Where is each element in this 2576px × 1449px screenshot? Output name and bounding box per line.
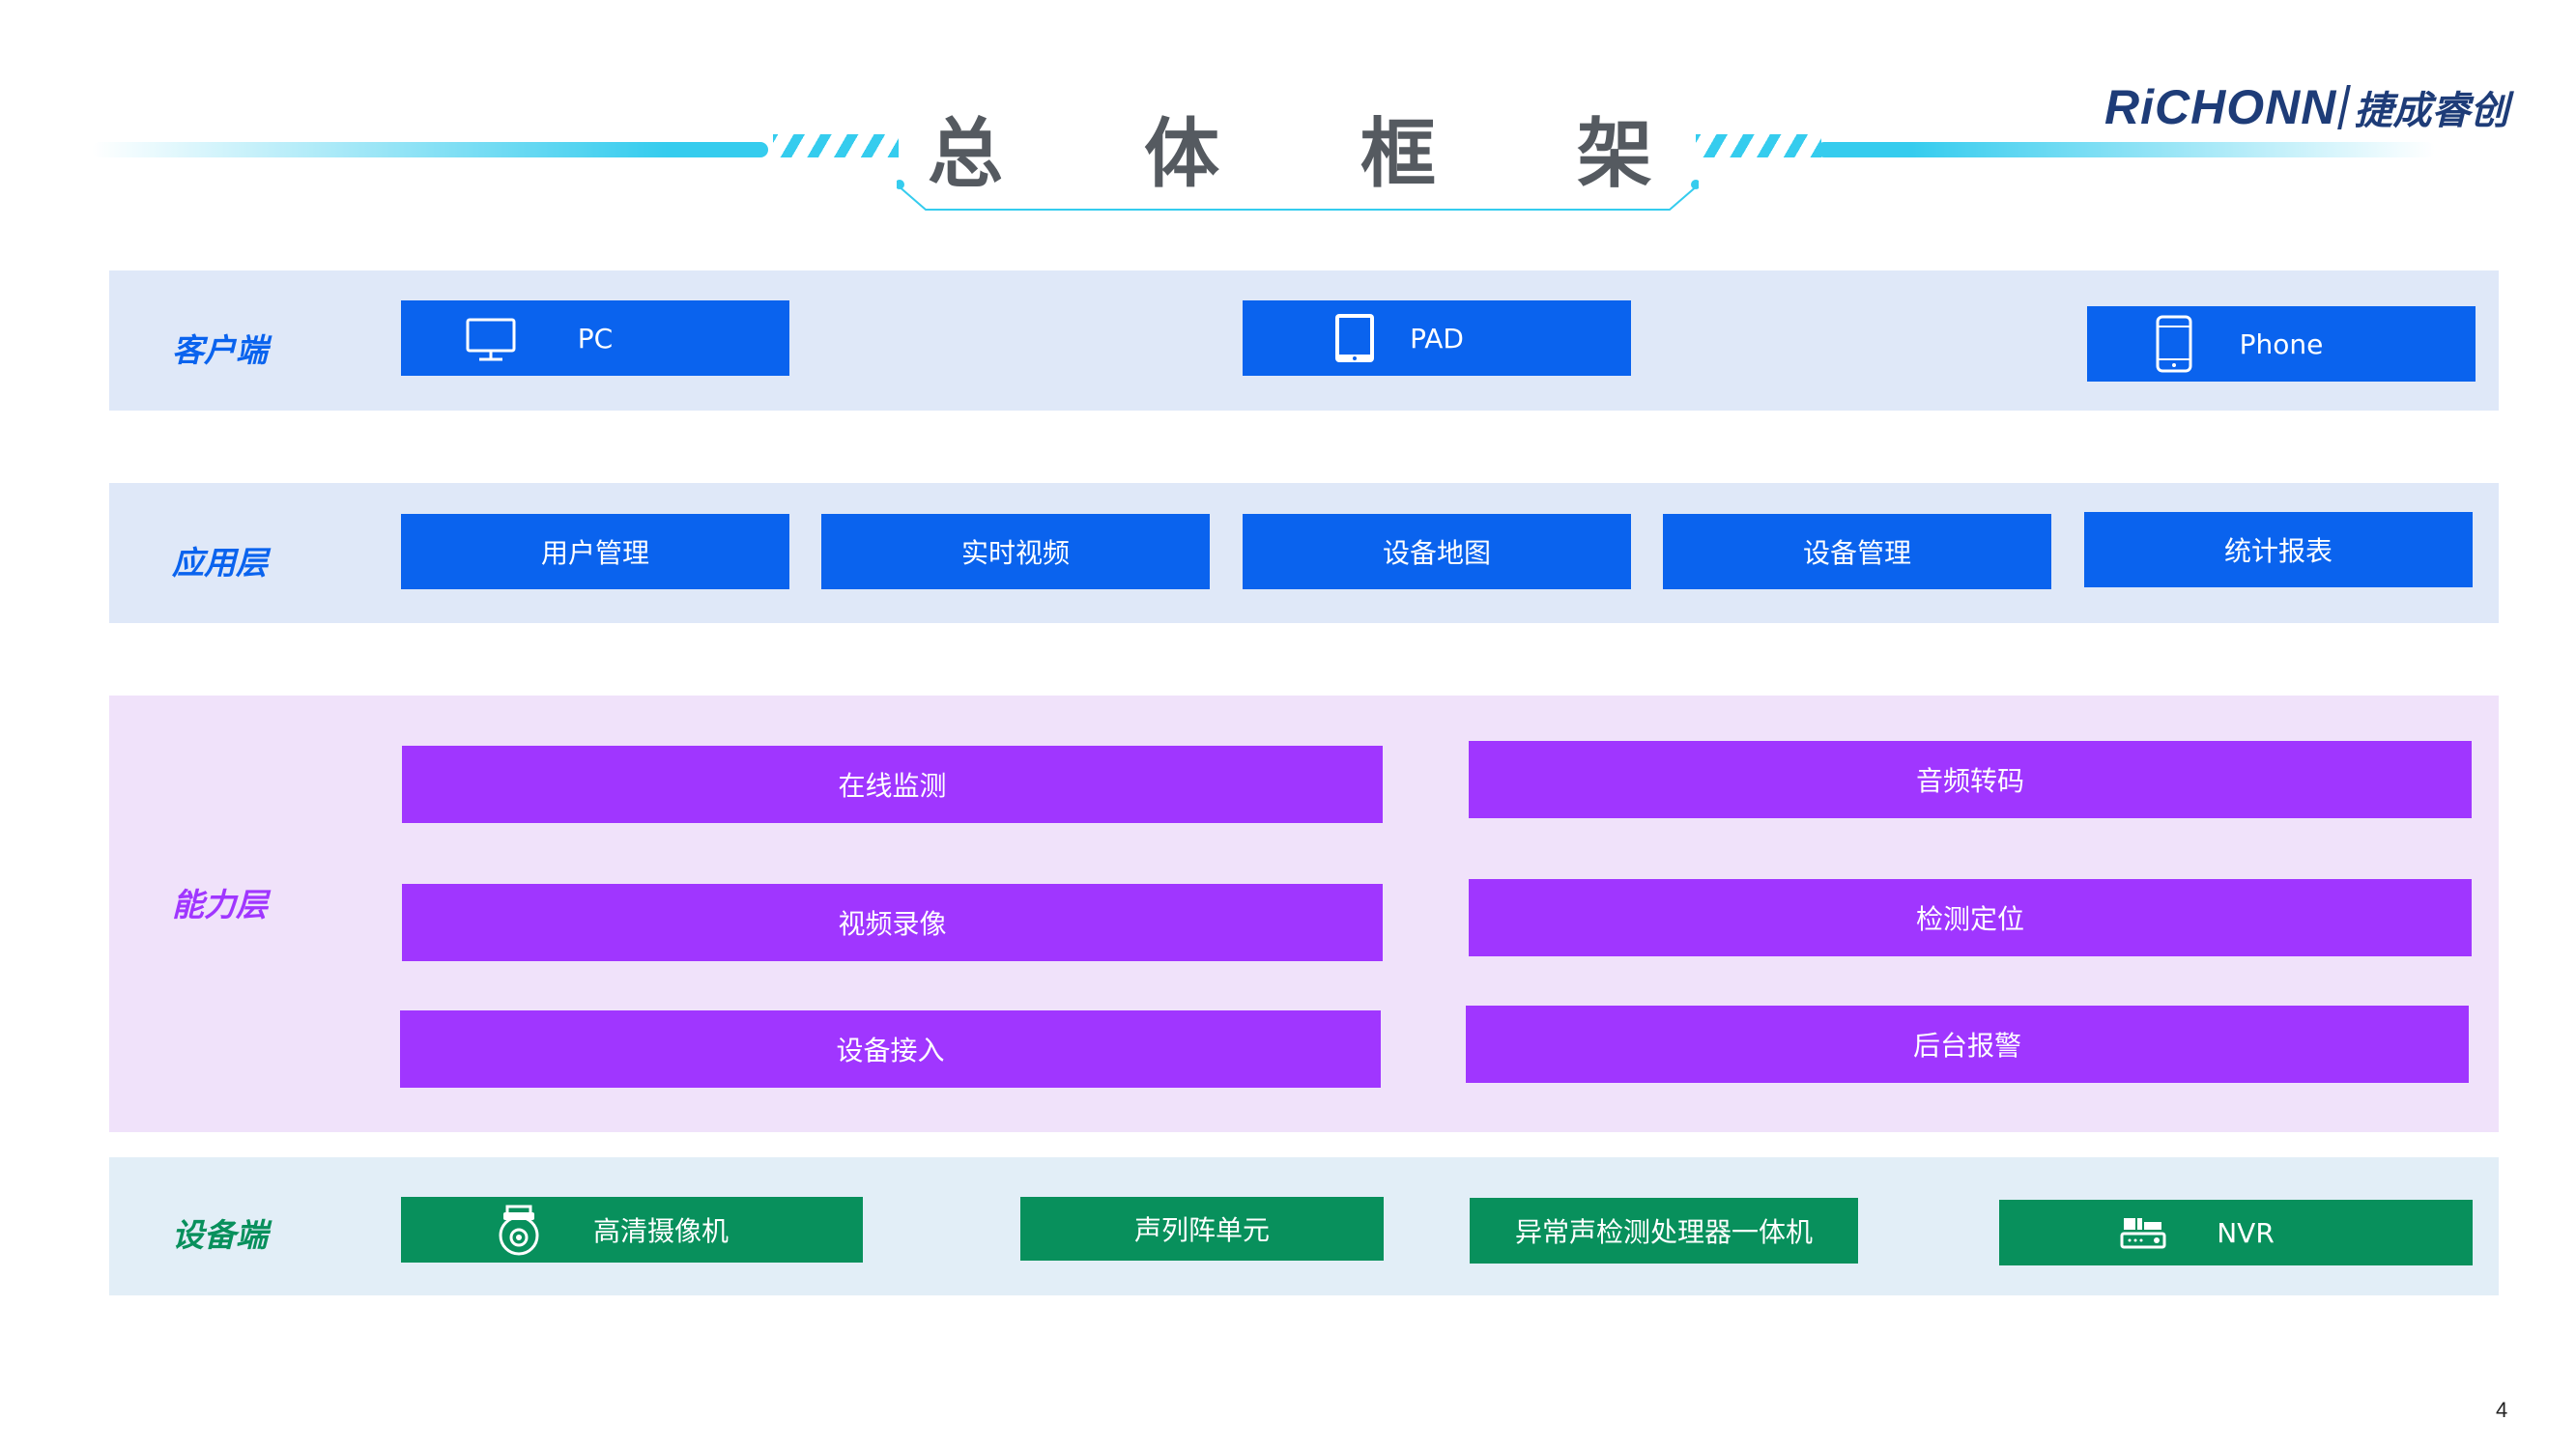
client-box-label: PAD bbox=[1410, 322, 1464, 355]
app-box-label: 设备地图 bbox=[1382, 537, 1491, 569]
device-box-nvr[interactable]: NVR bbox=[1999, 1200, 2473, 1265]
tablet-icon bbox=[1335, 314, 1374, 362]
header-decor-stripes-right bbox=[1696, 134, 1821, 157]
title-char: 体 bbox=[1143, 111, 1219, 198]
app-box-device-management[interactable]: 设备管理 bbox=[1663, 514, 2051, 589]
cap-box-audio-transcoding[interactable]: 音频转码 bbox=[1469, 741, 2472, 818]
cap-box-backend-alarm[interactable]: 后台报警 bbox=[1466, 1006, 2469, 1083]
page-number: 4 bbox=[2496, 1398, 2508, 1422]
cap-box-label: 音频转码 bbox=[1915, 765, 2024, 797]
app-box-label: 统计报表 bbox=[2223, 535, 2333, 567]
cap-box-label: 后台报警 bbox=[1912, 1030, 2021, 1062]
client-box-pc[interactable]: PC bbox=[401, 300, 789, 376]
cap-box-label: 设备接入 bbox=[836, 1035, 945, 1066]
title-char: 架 bbox=[1576, 111, 1652, 198]
device-box-label: NVR bbox=[2217, 1216, 2275, 1249]
header-decor-line-left bbox=[92, 142, 768, 157]
device-box-label: 声列阵单元 bbox=[1133, 1214, 1270, 1246]
header-decor-line-right bbox=[1817, 142, 2435, 157]
device-box-hd-camera[interactable]: 高清摄像机 bbox=[401, 1197, 863, 1263]
application-layer-label: 应用层 bbox=[172, 544, 268, 582]
cap-box-label: 视频录像 bbox=[838, 908, 947, 940]
cap-box-detection-locating[interactable]: 检测定位 bbox=[1469, 879, 2472, 956]
app-box-statistics-report[interactable]: 统计报表 bbox=[2084, 512, 2473, 587]
header-decor-stripes-left bbox=[773, 134, 899, 157]
cap-box-online-monitoring[interactable]: 在线监测 bbox=[402, 746, 1383, 823]
company-logo: RiCHONN 捷成睿创 bbox=[2104, 79, 2508, 135]
device-layer-label: 设备端 bbox=[172, 1216, 268, 1254]
cap-box-device-access[interactable]: 设备接入 bbox=[400, 1010, 1381, 1088]
client-box-label: Phone bbox=[2239, 327, 2324, 360]
title-char: 总 bbox=[928, 111, 1004, 198]
logo-separator bbox=[2337, 85, 2352, 129]
title-bracket bbox=[897, 180, 1699, 211]
device-box-anomaly-detector[interactable]: 异常声检测处理器一体机 bbox=[1470, 1198, 1858, 1264]
cap-box-video-recording[interactable]: 视频录像 bbox=[402, 884, 1383, 961]
device-box-label: 异常声检测处理器一体机 bbox=[1514, 1216, 1813, 1248]
app-box-label: 实时视频 bbox=[960, 537, 1070, 569]
cap-box-label: 检测定位 bbox=[1915, 903, 2024, 935]
app-box-label: 用户管理 bbox=[540, 537, 649, 569]
title-char: 框 bbox=[1360, 111, 1436, 198]
client-box-pad[interactable]: PAD bbox=[1243, 300, 1631, 376]
client-layer-label: 客户端 bbox=[172, 331, 268, 369]
logo-cn: 捷成睿创 bbox=[2354, 89, 2509, 133]
monitor-icon bbox=[466, 318, 516, 361]
camera-icon bbox=[499, 1205, 539, 1256]
device-box-acoustic-array[interactable]: 声列阵单元 bbox=[1020, 1197, 1384, 1261]
app-box-live-video[interactable]: 实时视频 bbox=[821, 514, 1210, 589]
app-box-label: 设备管理 bbox=[1802, 537, 1911, 569]
app-box-device-map[interactable]: 设备地图 bbox=[1243, 514, 1631, 589]
cap-box-label: 在线监测 bbox=[838, 770, 947, 802]
nvr-icon bbox=[2120, 1218, 2166, 1249]
capability-layer-label: 能力层 bbox=[172, 886, 268, 923]
logo-en: RiCHONN bbox=[2104, 80, 2337, 134]
client-box-label: PC bbox=[577, 322, 614, 355]
client-box-phone[interactable]: Phone bbox=[2087, 306, 2476, 382]
device-box-label: 高清摄像机 bbox=[592, 1215, 729, 1247]
phone-icon bbox=[2156, 315, 2192, 373]
app-box-user-management[interactable]: 用户管理 bbox=[401, 514, 789, 589]
page-title: 总 体 框 架 bbox=[928, 106, 1652, 203]
